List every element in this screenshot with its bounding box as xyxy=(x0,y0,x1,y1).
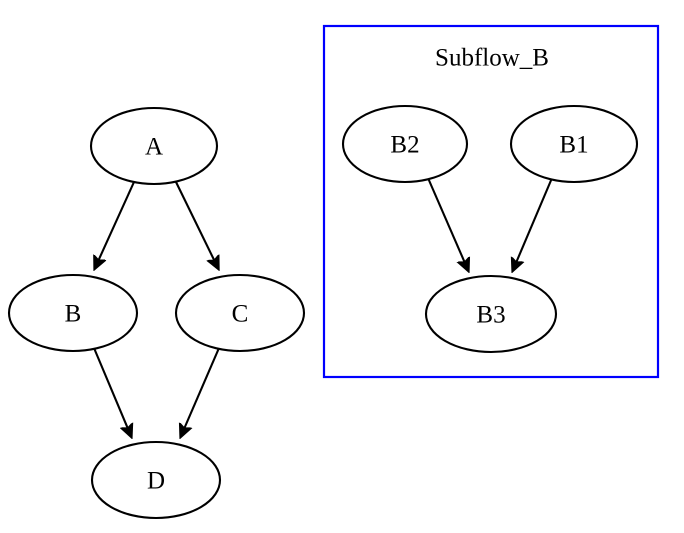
node-B2[interactable]: B2 xyxy=(341,104,469,184)
edge-A-B[interactable] xyxy=(95,181,135,268)
edge-C-D[interactable] xyxy=(181,347,220,436)
edges-layer xyxy=(93,177,553,436)
node-shape-D xyxy=(90,440,222,520)
node-C[interactable]: C xyxy=(174,273,306,353)
node-B[interactable]: B xyxy=(7,273,139,353)
node-shape-A xyxy=(89,106,219,186)
edge-line-B2-B3 xyxy=(427,177,468,270)
node-shape-B xyxy=(7,273,139,353)
edge-B1-B3[interactable] xyxy=(513,177,553,270)
edge-line-A-C xyxy=(175,181,218,268)
node-B1[interactable]: B1 xyxy=(509,104,639,184)
edge-line-C-D xyxy=(181,347,220,436)
node-shape-B1 xyxy=(509,104,639,184)
node-shape-B2 xyxy=(341,104,469,184)
edge-line-B1-B3 xyxy=(513,177,553,270)
node-A[interactable]: A xyxy=(89,106,219,186)
node-shape-B3 xyxy=(424,274,558,354)
node-D[interactable]: D xyxy=(90,440,222,520)
edge-line-A-B xyxy=(95,181,135,268)
node-shape-C xyxy=(174,273,306,353)
edge-B-D[interactable] xyxy=(93,347,131,436)
edge-line-B-D xyxy=(93,347,131,436)
edge-B2-B3[interactable] xyxy=(427,177,468,270)
node-B3[interactable]: B3 xyxy=(424,274,558,354)
cluster-border-cluster_subflow_b[interactable] xyxy=(322,24,660,379)
cluster-label-cluster_subflow_b: Subflow_B xyxy=(435,45,549,72)
edge-A-C[interactable] xyxy=(175,181,218,268)
